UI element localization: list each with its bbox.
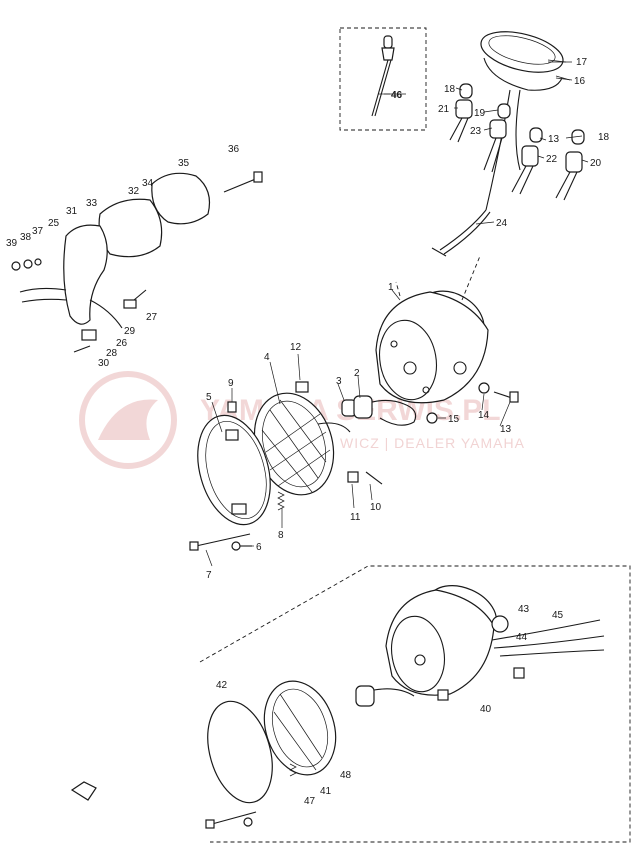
headlight-rim (197, 414, 271, 526)
callout-44: 44 (516, 632, 528, 643)
watermark-logo (79, 371, 177, 469)
callout-9: 9 (228, 378, 234, 389)
callout-11: 11 (350, 512, 361, 523)
callout-14: 14 (478, 410, 490, 421)
leader-lines (205, 59, 589, 567)
callout-22: 22 (546, 154, 558, 165)
headlight-shell (375, 290, 489, 404)
callout-39: 39 (6, 238, 18, 249)
callout-41: 41 (320, 786, 332, 797)
callout-15: 15 (448, 414, 460, 425)
callout-24: 24 (496, 218, 508, 229)
indicator-sockets (449, 83, 585, 201)
callout-5: 5 (206, 392, 212, 403)
callout-37: 37 (32, 226, 44, 237)
callout-19: 19 (474, 108, 486, 119)
callout-31: 31 (66, 206, 78, 217)
callout-21: 21 (438, 104, 450, 115)
callout-29: 29 (124, 326, 136, 337)
bracket-assembly (11, 171, 263, 353)
callout-32: 32 (128, 186, 140, 197)
callout-4: 4 (264, 352, 270, 363)
callout-7: 7 (206, 570, 212, 581)
callout-47: 47 (304, 796, 316, 807)
callout-40: 40 (480, 704, 492, 715)
callout-labels: 46 17 16 18 21 19 23 13 18 22 20 24 36 3… (6, 57, 610, 807)
callout-18a: 18 (444, 84, 456, 95)
alternative-headlight-box (199, 565, 631, 843)
speedometer-cable (439, 209, 487, 251)
callout-2: 2 (354, 368, 360, 379)
watermark-subtitle: WICZ | DEALER YAMAHA (340, 435, 525, 451)
callout-34: 34 (142, 178, 154, 189)
callout-46: 46 (391, 90, 403, 101)
callout-10: 10 (370, 502, 382, 513)
callout-42: 42 (216, 680, 228, 691)
callout-35: 35 (178, 158, 190, 169)
callout-8: 8 (278, 530, 284, 541)
callout-3: 3 (336, 376, 342, 387)
logo-mark (70, 781, 97, 801)
callout-12: 12 (290, 342, 302, 353)
callout-48: 48 (340, 770, 352, 781)
callout-17: 17 (576, 57, 588, 68)
callout-33: 33 (86, 198, 98, 209)
callout-26: 26 (116, 338, 128, 349)
callout-25: 25 (48, 218, 60, 229)
callout-13: 13 (500, 424, 512, 435)
callout-20: 20 (590, 158, 602, 169)
callout-28: 28 (106, 348, 118, 359)
callout-18b: 18 (598, 132, 610, 143)
callout-1: 1 (388, 282, 394, 293)
callout-13b: 13 (548, 134, 560, 145)
callout-27: 27 (146, 312, 158, 323)
callout-23: 23 (470, 126, 482, 137)
callout-6: 6 (256, 542, 262, 553)
callout-45: 45 (552, 610, 564, 621)
callout-38: 38 (20, 232, 32, 243)
bulb-socket (341, 395, 417, 426)
callout-36: 36 (228, 144, 240, 155)
callout-16: 16 (574, 76, 586, 87)
callout-30: 30 (98, 358, 110, 369)
inset-bulb-46 (339, 27, 427, 131)
speedometer-assembly (480, 31, 573, 211)
callout-43: 43 (518, 604, 530, 615)
